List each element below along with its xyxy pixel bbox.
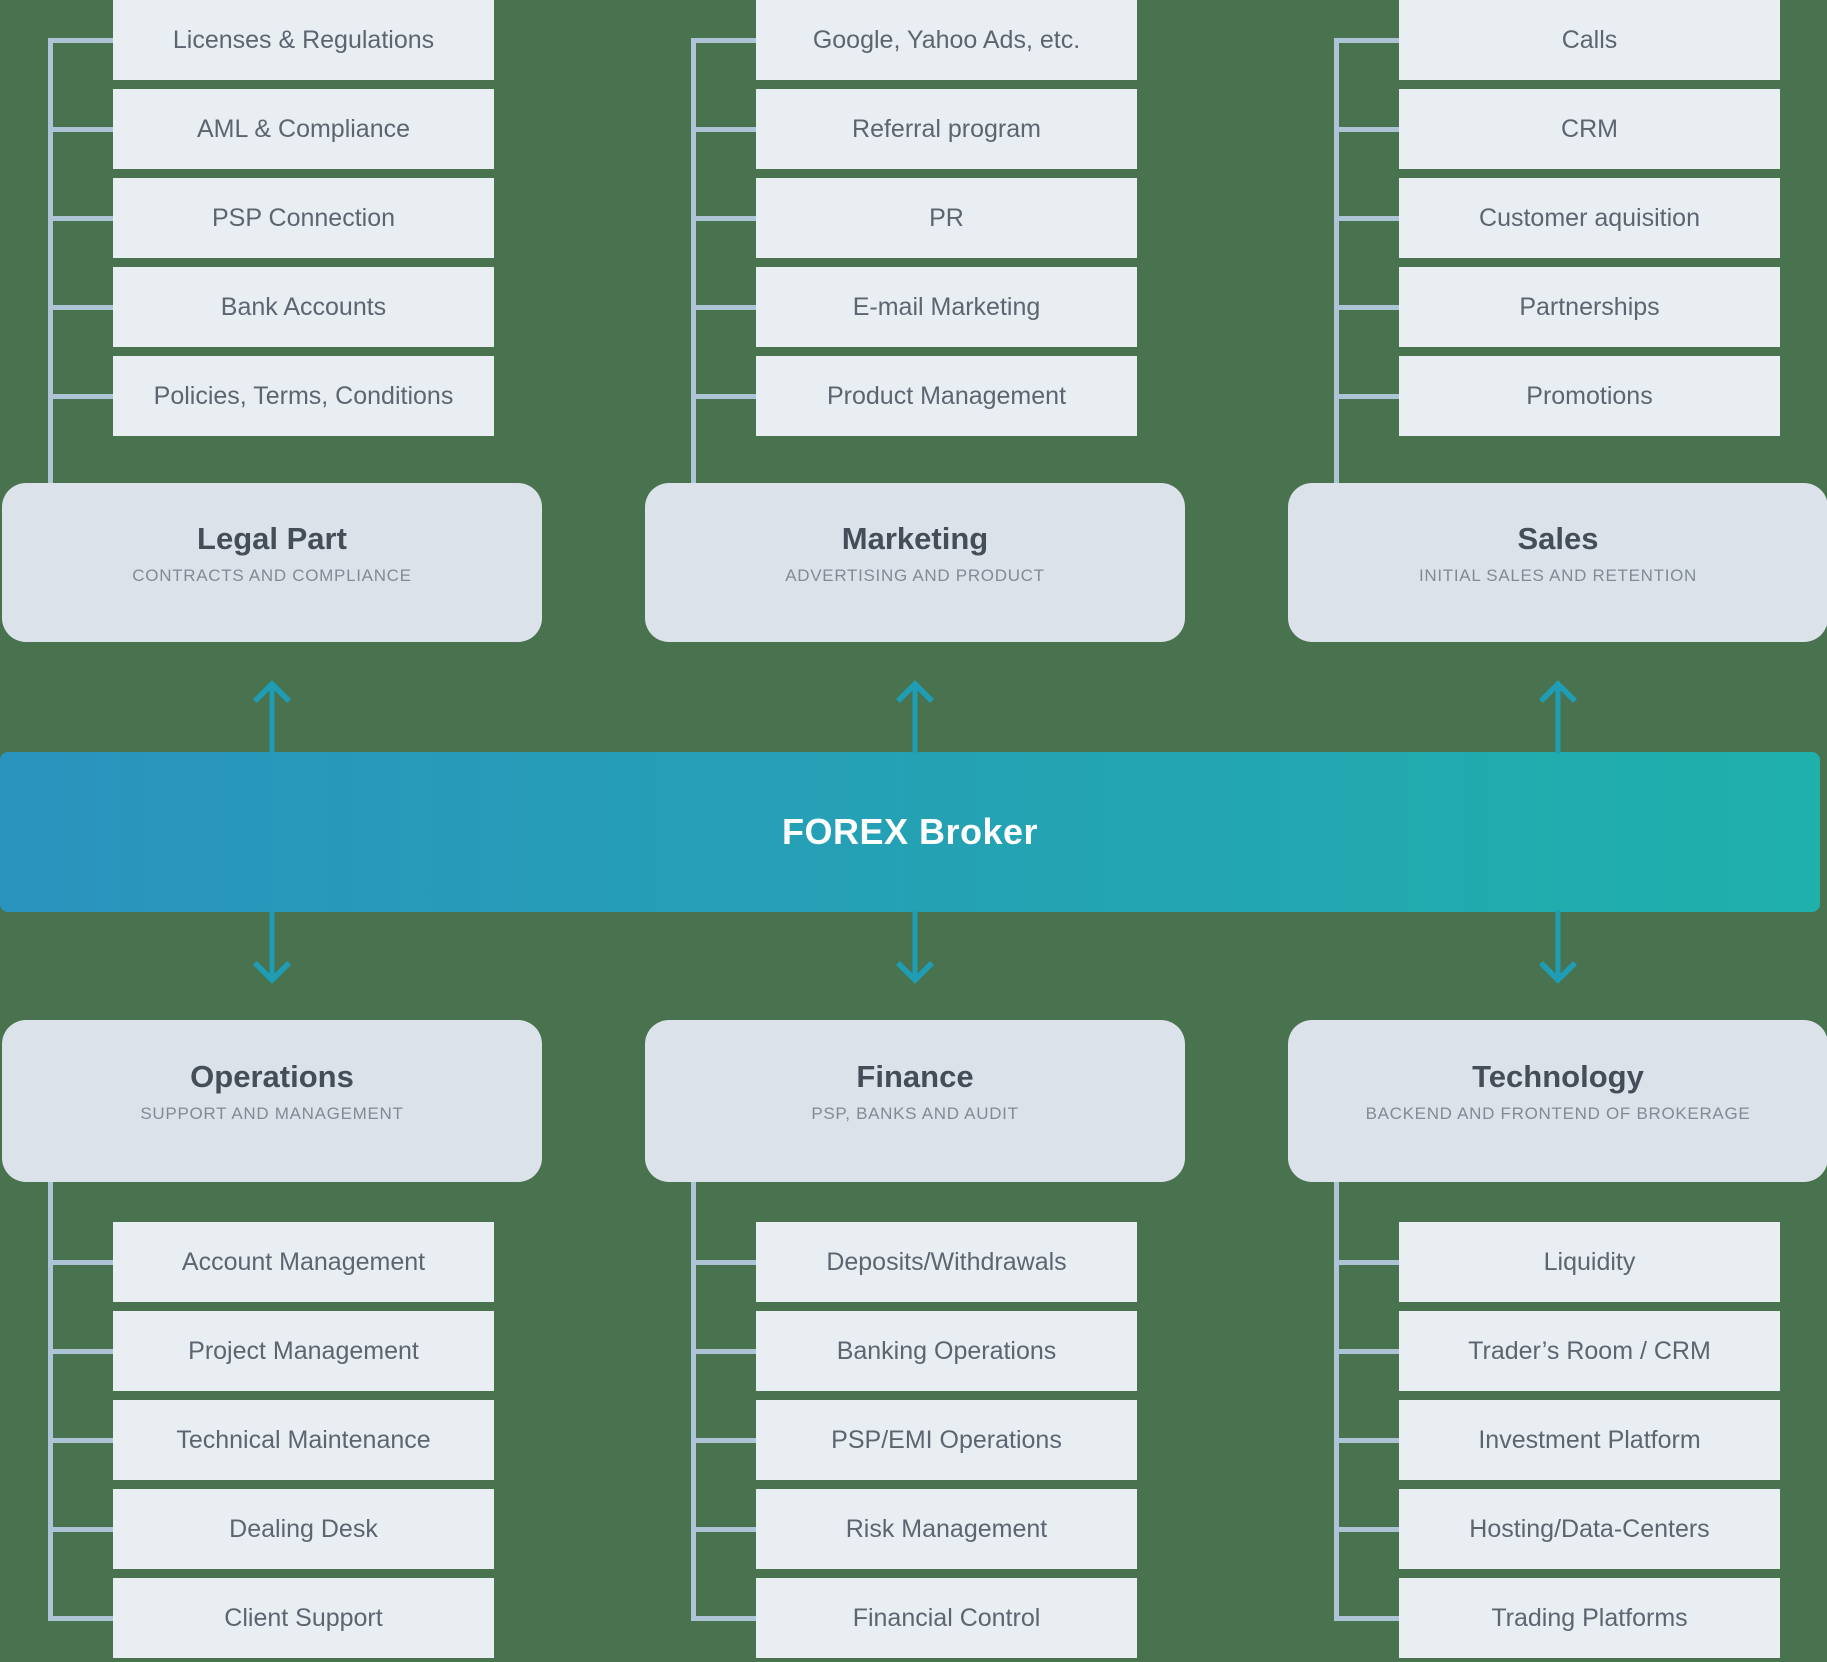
item-box: Partnerships bbox=[1399, 267, 1780, 347]
connector-stub bbox=[1334, 1616, 1399, 1621]
forex-broker-bar: FOREX Broker bbox=[0, 752, 1820, 912]
group-finance: Finance PSP, BANKS AND AUDIT Deposits/Wi… bbox=[645, 0, 1185, 1662]
connector-stub bbox=[48, 1438, 113, 1443]
connector-vline bbox=[1334, 38, 1339, 483]
connector-stub bbox=[691, 127, 756, 132]
group-subtitle: ADVERTISING AND PRODUCT bbox=[785, 566, 1045, 585]
connector-stub bbox=[48, 1616, 113, 1621]
item-box: Dealing Desk bbox=[113, 1489, 494, 1569]
connector-stub bbox=[1334, 1527, 1399, 1532]
item-box: Banking Operations bbox=[756, 1311, 1137, 1391]
group-subtitle: INITIAL SALES AND RETENTION bbox=[1418, 566, 1698, 585]
connector-stub bbox=[48, 216, 113, 221]
group-title: Operations bbox=[190, 1059, 354, 1094]
item-box: Licenses & Regulations bbox=[113, 0, 494, 80]
connector-vline bbox=[691, 1182, 696, 1621]
group-header-sales: Sales INITIAL SALES AND RETENTION bbox=[1288, 483, 1827, 642]
connector-stub bbox=[48, 38, 113, 43]
connector-stub bbox=[1334, 394, 1399, 399]
group-title: Legal Part bbox=[197, 521, 347, 556]
item-box: AML & Compliance bbox=[113, 89, 494, 169]
connector-stub bbox=[691, 1260, 756, 1265]
group-title: Sales bbox=[1517, 521, 1599, 556]
connector-stub bbox=[48, 305, 113, 310]
group-header-legal-part: Legal Part CONTRACTS AND COMPLIANCE bbox=[2, 483, 542, 642]
group-subtitle: BACKEND AND FRONTEND OF BROKERAGE bbox=[1365, 1104, 1751, 1123]
item-box: Liquidity bbox=[1399, 1222, 1780, 1302]
group-legal-part: Legal Part CONTRACTS AND COMPLIANCE Lice… bbox=[2, 0, 542, 1662]
connector-vline bbox=[48, 1182, 53, 1621]
group-header-technology: Technology BACKEND AND FRONTEND OF BROKE… bbox=[1288, 1020, 1827, 1182]
connector-stub bbox=[48, 1527, 113, 1532]
arrow-down-icon bbox=[896, 910, 934, 984]
connector-vline bbox=[48, 38, 53, 483]
connector-stub bbox=[691, 305, 756, 310]
group-marketing: Marketing ADVERTISING AND PRODUCT Google… bbox=[645, 0, 1185, 1662]
connector-stub bbox=[691, 1527, 756, 1532]
connector-stub bbox=[691, 38, 756, 43]
connector-stub bbox=[691, 216, 756, 221]
group-header-finance: Finance PSP, BANKS AND AUDIT bbox=[645, 1020, 1185, 1182]
item-box: Hosting/Data-Centers bbox=[1399, 1489, 1780, 1569]
item-box: Risk Management bbox=[756, 1489, 1137, 1569]
group-subtitle: SUPPORT AND MANAGEMENT bbox=[140, 1104, 404, 1123]
forex-broker-title: FOREX Broker bbox=[781, 811, 1039, 852]
connector-stub bbox=[1334, 127, 1399, 132]
group-title: Technology bbox=[1472, 1059, 1644, 1094]
connector-stub bbox=[1334, 1260, 1399, 1265]
connector-stub bbox=[48, 1349, 113, 1354]
item-box: Investment Platform bbox=[1399, 1400, 1780, 1480]
item-box: Account Management bbox=[113, 1222, 494, 1302]
arrow-down-icon bbox=[253, 910, 291, 984]
arrow-up-icon bbox=[253, 680, 291, 754]
item-box: Policies, Terms, Conditions bbox=[113, 356, 494, 436]
group-header-marketing: Marketing ADVERTISING AND PRODUCT bbox=[645, 483, 1185, 642]
group-subtitle: PSP, BANKS AND AUDIT bbox=[811, 1104, 1019, 1123]
connector-stub bbox=[48, 127, 113, 132]
item-box: Trading Platforms bbox=[1399, 1578, 1780, 1658]
connector-stub bbox=[1334, 38, 1399, 43]
connector-vline bbox=[691, 38, 696, 483]
connector-stub bbox=[691, 394, 756, 399]
item-box: Deposits/Withdrawals bbox=[756, 1222, 1137, 1302]
item-box: PSP/EMI Operations bbox=[756, 1400, 1137, 1480]
connector-stub bbox=[1334, 305, 1399, 310]
item-box: Bank Accounts bbox=[113, 267, 494, 347]
item-box: CRM bbox=[1399, 89, 1780, 169]
group-operations: Operations SUPPORT AND MANAGEMENT Accoun… bbox=[2, 0, 542, 1662]
connector-stub bbox=[1334, 216, 1399, 221]
item-box: E-mail Marketing bbox=[756, 267, 1137, 347]
connector-stub bbox=[1334, 1438, 1399, 1443]
item-box: Technical Maintenance bbox=[113, 1400, 494, 1480]
connector-stub bbox=[691, 1438, 756, 1443]
item-box: Referral program bbox=[756, 89, 1137, 169]
item-box: Calls bbox=[1399, 0, 1780, 80]
item-box: Financial Control bbox=[756, 1578, 1137, 1658]
item-box: Trader’s Room / CRM bbox=[1399, 1311, 1780, 1391]
connector-stub bbox=[691, 1616, 756, 1621]
connector-stub bbox=[48, 1260, 113, 1265]
group-title: Finance bbox=[856, 1059, 974, 1094]
item-box: Promotions bbox=[1399, 356, 1780, 436]
item-box: PR bbox=[756, 178, 1137, 258]
group-header-operations: Operations SUPPORT AND MANAGEMENT bbox=[2, 1020, 542, 1182]
group-technology: Technology BACKEND AND FRONTEND OF BROKE… bbox=[1288, 0, 1827, 1662]
connector-vline bbox=[1334, 1182, 1339, 1621]
connector-stub bbox=[48, 394, 113, 399]
item-box: Product Management bbox=[756, 356, 1137, 436]
item-box: PSP Connection bbox=[113, 178, 494, 258]
connector-stub bbox=[1334, 1349, 1399, 1354]
item-box: Customer aquisition bbox=[1399, 178, 1780, 258]
arrow-up-icon bbox=[1539, 680, 1577, 754]
item-box: Client Support bbox=[113, 1578, 494, 1658]
group-subtitle: CONTRACTS AND COMPLIANCE bbox=[132, 566, 412, 585]
group-title: Marketing bbox=[841, 521, 989, 556]
item-box: Google, Yahoo Ads, etc. bbox=[756, 0, 1137, 80]
connector-stub bbox=[691, 1349, 756, 1354]
item-box: Project Management bbox=[113, 1311, 494, 1391]
arrow-up-icon bbox=[896, 680, 934, 754]
arrow-down-icon bbox=[1539, 910, 1577, 984]
